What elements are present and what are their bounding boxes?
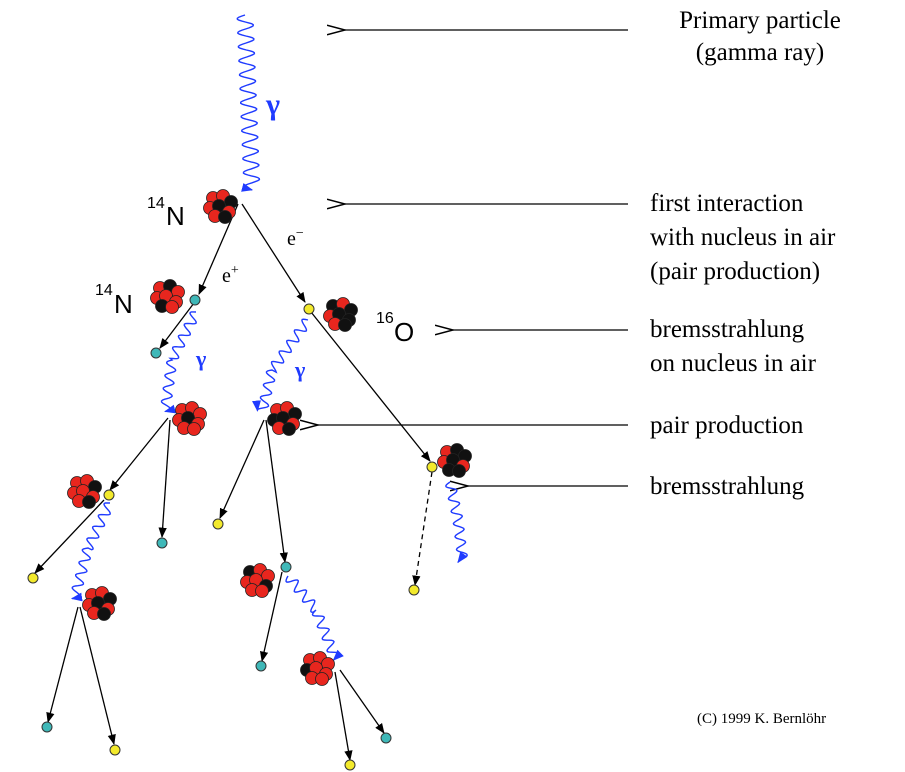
nucleus-N-mass-1: 14 xyxy=(147,195,165,212)
credit-text: (C) 1999 K. Bernlöhr xyxy=(697,711,826,727)
gamma-symbol-mid: γ xyxy=(294,357,305,382)
electron-dot xyxy=(212,518,224,530)
label-bremsstrahlung-1-line2: on nucleus in air xyxy=(650,350,817,377)
nucleus xyxy=(82,586,117,621)
track-dashed-electron xyxy=(412,471,433,587)
track-pair-left-p xyxy=(158,419,171,539)
photon-wave xyxy=(445,481,468,564)
nucleus xyxy=(323,297,358,332)
positron-dot xyxy=(156,537,168,549)
proton xyxy=(187,422,201,436)
electron-dot xyxy=(426,461,438,473)
primary-photon-wave xyxy=(236,14,261,192)
electron-sign: − xyxy=(296,226,304,241)
track-pair-left-e xyxy=(109,417,169,491)
label-bremsstrahlung-2: bremsstrahlung xyxy=(650,473,805,500)
secondary-photon-waves xyxy=(70,311,468,661)
nucleus-O-label: O xyxy=(394,317,414,347)
label-first-interaction-line3: (pair production) xyxy=(650,258,820,285)
track-mid2-p xyxy=(259,571,283,663)
proton xyxy=(315,672,329,686)
neutron xyxy=(82,495,96,509)
track-low-left-e xyxy=(79,606,116,746)
nucleus-N-mass-2: 14 xyxy=(95,282,113,299)
label-first-interaction-line2: with nucleus in air xyxy=(650,224,836,251)
positron-sign: + xyxy=(231,263,239,278)
gamma-primary-symbol: γ xyxy=(265,88,280,121)
label-primary-line2: (gamma ray) xyxy=(696,39,824,66)
neutron xyxy=(338,318,352,332)
nucleus xyxy=(240,563,275,598)
nucleus xyxy=(172,401,207,436)
positron-dot xyxy=(255,660,267,672)
electron-dot xyxy=(303,303,315,315)
proton xyxy=(165,300,179,314)
track-positron-1b xyxy=(159,302,195,349)
photon-wave xyxy=(252,318,309,412)
electron-dot xyxy=(27,572,39,584)
nucleus-O-mass: 16 xyxy=(376,310,394,327)
label-first-interaction-line1: first interaction xyxy=(650,190,804,217)
track-low-right-e xyxy=(334,671,353,762)
proton xyxy=(255,584,269,598)
track-low-right-p xyxy=(339,669,385,734)
label-bremsstrahlung-1-line1: bremsstrahlung xyxy=(650,316,805,343)
track-electron-1b xyxy=(310,311,431,462)
track-low-left-p xyxy=(46,606,79,724)
track-electron-1 xyxy=(241,203,306,303)
electron-dot xyxy=(109,744,121,756)
neutron xyxy=(452,464,466,478)
electron-label: e− xyxy=(287,226,304,250)
photon-wave xyxy=(285,575,344,661)
positron-dot xyxy=(280,561,292,573)
nucleus-N-label-2: N xyxy=(114,289,133,319)
neutron xyxy=(218,210,232,224)
air-nuclei xyxy=(67,189,472,686)
track-mid-p xyxy=(265,419,288,564)
electron-symbol: e xyxy=(287,228,296,250)
label-pair-production: pair production xyxy=(650,412,804,439)
gamma-symbol-left: γ xyxy=(195,346,206,371)
leptons xyxy=(27,294,438,771)
electron-dot xyxy=(103,489,115,501)
neutron xyxy=(97,607,111,621)
positron-dot xyxy=(189,294,201,306)
nucleus xyxy=(437,443,472,478)
positron-dot xyxy=(41,721,53,733)
nucleus xyxy=(67,474,102,509)
nucleus-N-label-1: N xyxy=(166,201,185,231)
positron-symbol: e xyxy=(222,265,231,287)
positron-dot xyxy=(150,347,162,359)
photon-wave xyxy=(160,311,197,414)
nucleus xyxy=(203,189,238,224)
electron-dot xyxy=(344,759,356,771)
track-left2-e xyxy=(34,499,105,574)
nucleus xyxy=(267,401,302,436)
label-primary-line1: Primary particle xyxy=(679,7,841,34)
electron-dot xyxy=(408,584,420,596)
positron-label: e+ xyxy=(222,263,239,287)
neutron xyxy=(282,422,296,436)
nucleus xyxy=(150,279,185,314)
nucleus xyxy=(300,651,335,686)
track-mid-e xyxy=(219,419,265,519)
positron-dot xyxy=(380,732,392,744)
photon-wave xyxy=(70,502,111,602)
